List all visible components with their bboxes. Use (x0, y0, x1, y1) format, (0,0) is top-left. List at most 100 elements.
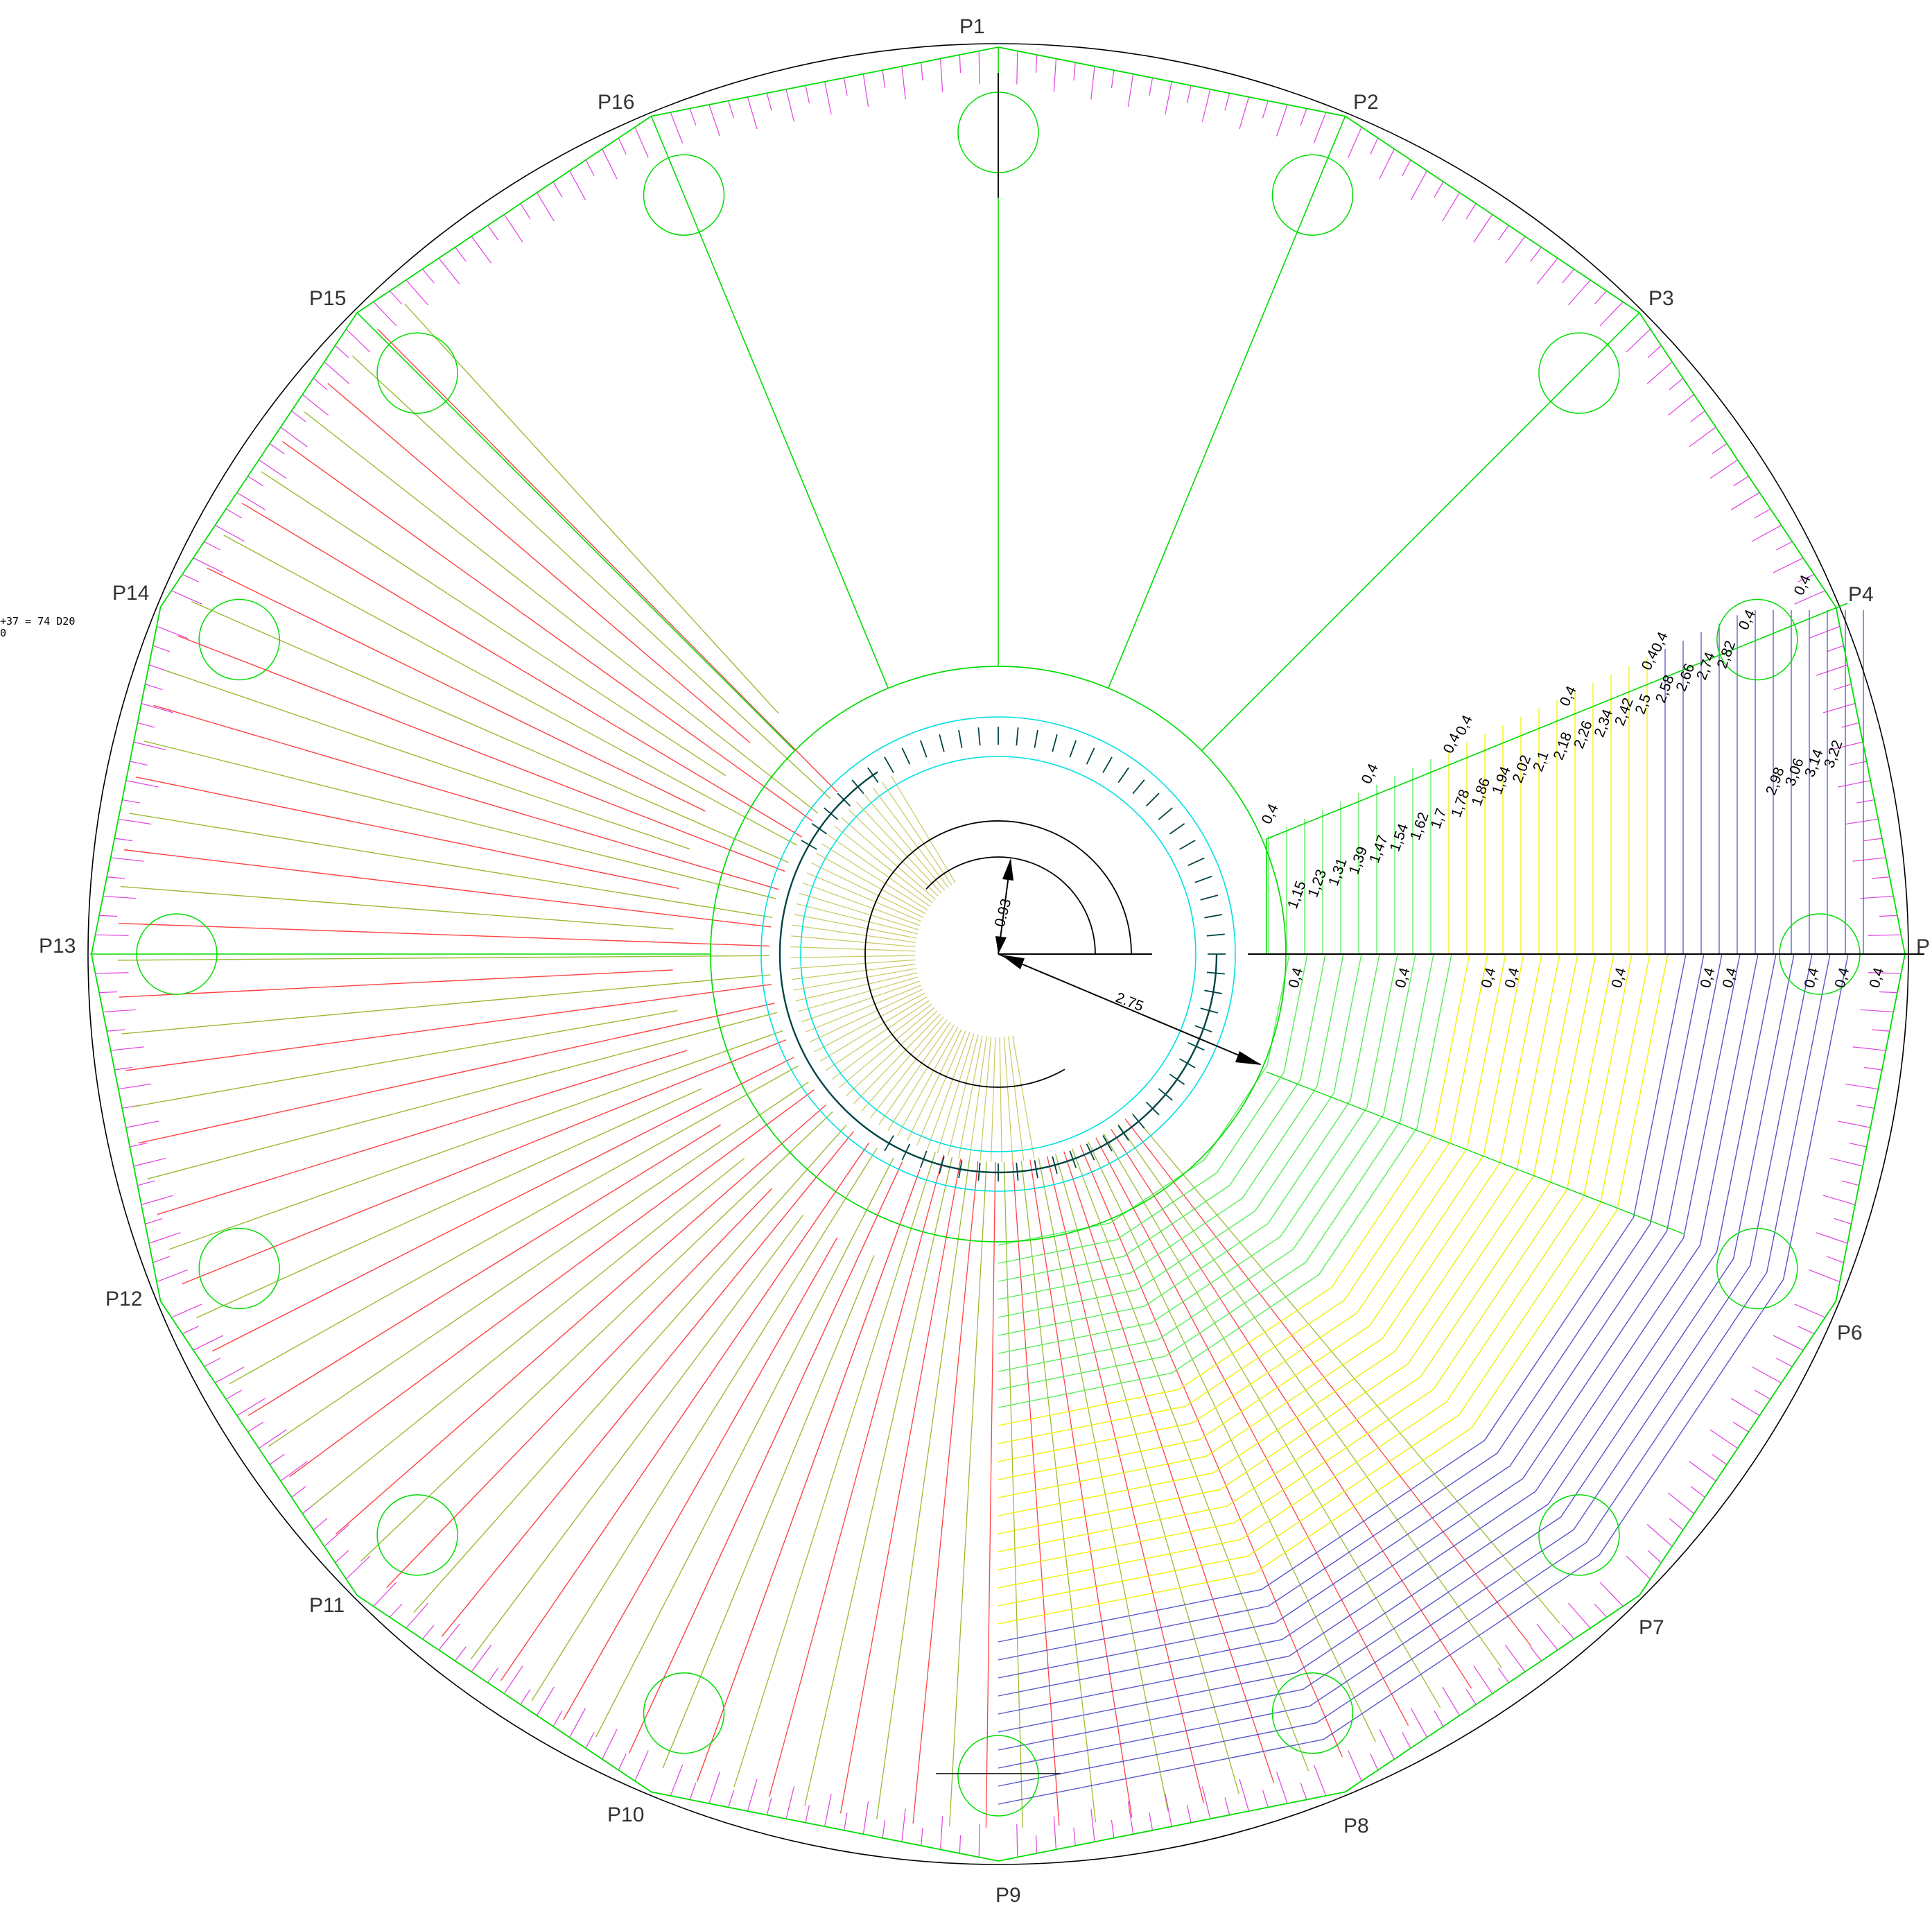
stirrup-tick (1102, 756, 1113, 773)
spacing-label: 0,4 (1502, 966, 1523, 989)
inner-bar (916, 1030, 966, 1146)
radial-bar (351, 355, 831, 799)
hatch-tick (225, 1390, 242, 1400)
stirrup-tick (1187, 857, 1205, 867)
hatch-tick (421, 268, 435, 284)
hatch-tick (455, 247, 467, 262)
hatch-tick (503, 214, 523, 243)
hatch-tick (1186, 1805, 1192, 1823)
column-circle (1271, 1672, 1354, 1754)
hatch-tick (634, 127, 649, 158)
hatch-tick (1816, 1232, 1848, 1244)
ring-bar (998, 953, 1542, 1498)
hatch-tick (1090, 1808, 1095, 1842)
spoke-line (1201, 312, 1640, 752)
spacing-label: 0,4 (1479, 966, 1499, 989)
radial-bar (696, 1168, 921, 1782)
inner-bar (801, 980, 920, 1023)
hatch-tick (766, 93, 772, 111)
hatch-tick (1239, 96, 1250, 130)
radial-bar (595, 1157, 894, 1738)
hatch-tick (137, 1180, 155, 1186)
ring-bar (998, 953, 1290, 1246)
inner-bar (796, 903, 918, 935)
radial-bar (1020, 1161, 1097, 1823)
inner-bar (805, 985, 921, 1032)
inner-bar (926, 1032, 971, 1150)
ring-bar (998, 953, 1362, 1318)
hatch-tick (156, 625, 188, 639)
inner-bar (792, 924, 916, 943)
radial-bar (1131, 1113, 1560, 1624)
hatch-tick (110, 1046, 144, 1051)
hatch-tick (1111, 70, 1115, 89)
spacing-label: 0,4 (1393, 966, 1413, 989)
hatch-tick (1562, 1625, 1575, 1640)
hatch-tick (1370, 1754, 1379, 1771)
inner-bar (802, 882, 921, 926)
hatch-tick (805, 1805, 810, 1823)
hatch-tick (585, 159, 595, 176)
spoke-line (650, 116, 889, 689)
inner-bar (937, 1033, 975, 1154)
hatch-tick (118, 1083, 152, 1090)
stirrup-tick (884, 756, 894, 773)
cyan-ring-inner (800, 756, 1196, 1152)
hatch-tick (1816, 664, 1848, 676)
hatch-tick (1536, 257, 1558, 285)
inner-radius-dimension: 0.93 (992, 897, 1015, 928)
hatch-tick (1852, 1046, 1886, 1051)
column-circle (198, 1227, 280, 1310)
point-label-p2: P2 (1353, 91, 1379, 114)
hatch-tick (634, 1750, 649, 1781)
hatch-tick (1626, 1555, 1651, 1579)
stirrup-tick (1117, 1125, 1129, 1141)
hatch-tick (503, 1665, 523, 1694)
hatch-tick (1530, 1646, 1542, 1661)
hatch-tick (1879, 915, 1897, 917)
hatch-tick (1224, 1797, 1230, 1815)
stirrup-tick (919, 1150, 928, 1168)
hatch-tick (569, 171, 586, 200)
inner-bar (980, 1037, 992, 1161)
radial-bar (157, 1050, 688, 1215)
hatch-tick (1794, 1304, 1825, 1318)
hatch-tick (1863, 1066, 1882, 1071)
inner-bar (968, 1036, 987, 1161)
hatch-tick (1773, 1335, 1804, 1351)
hatch-tick (204, 541, 220, 551)
hatch-tick (99, 915, 118, 917)
hatch-tick (1709, 459, 1738, 479)
radial-bar (120, 885, 674, 930)
ring-bar (998, 953, 1813, 1769)
radial-bar (1063, 1151, 1275, 1783)
column-circle (136, 913, 218, 995)
stirrup-tick (1206, 971, 1225, 975)
hatch-tick (939, 1816, 943, 1850)
ring-bar (998, 953, 1398, 1354)
hatch-tick (670, 1765, 684, 1797)
stirrup-tick (1204, 914, 1223, 919)
point-label-p9: P9 (995, 1884, 1021, 1907)
hatch-tick (182, 573, 199, 582)
column-circle (643, 154, 725, 236)
hatch-tick (1165, 1794, 1172, 1827)
inner-bar (832, 1003, 932, 1080)
ring-bar (998, 953, 1759, 1715)
hatch-tick (1434, 181, 1444, 198)
hatch-tick (133, 741, 166, 751)
hatch-tick (862, 1801, 869, 1835)
inner-dimension-arc (925, 856, 1096, 955)
stirrup-tick (1179, 1058, 1196, 1068)
hatch-tick (1165, 81, 1172, 114)
radial-bar (143, 741, 776, 899)
hatch-tick (978, 51, 980, 85)
hatch-tick (145, 684, 163, 691)
radial-bar (138, 1003, 775, 1144)
arrow-head (995, 936, 1007, 954)
radial-bar (912, 1161, 979, 1824)
hatch-tick (1752, 1366, 1782, 1383)
ring-bar (998, 953, 1560, 1516)
hatch-tick (1856, 1105, 1874, 1109)
hatch-tick (1568, 1602, 1591, 1629)
